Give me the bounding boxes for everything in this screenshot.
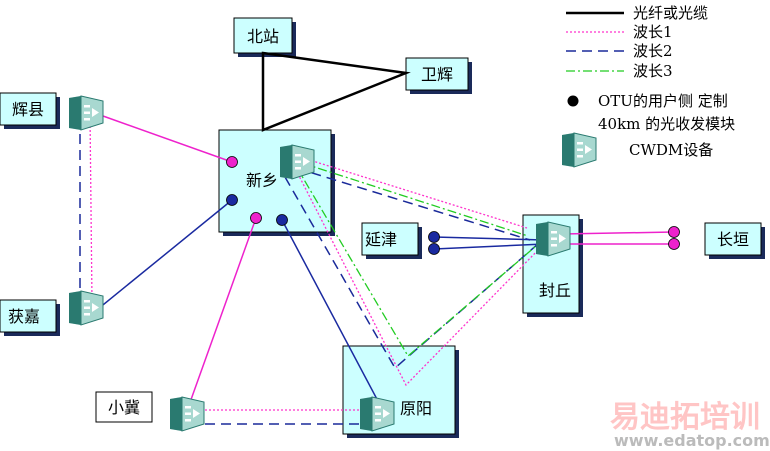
node-label-xiaoji: 小冀 bbox=[108, 398, 140, 417]
node-box-huixian: 辉县 bbox=[0, 92, 60, 129]
legend-cwdm-icon bbox=[561, 132, 597, 168]
node-box-beizhan: 北站 bbox=[233, 17, 296, 57]
cwdm-device-icon bbox=[359, 396, 395, 432]
node-label-xinxiang: 新乡 bbox=[246, 171, 278, 190]
node-box-xiaoji: 小冀 bbox=[95, 391, 153, 423]
node-label-huojia: 获嘉 bbox=[8, 307, 40, 326]
cwdm-device-icon bbox=[68, 95, 104, 131]
legend-label-otu-1: OTU的用户侧 定制 bbox=[598, 92, 728, 110]
cwdm-device-icon bbox=[68, 290, 104, 326]
otu-dot bbox=[668, 238, 680, 250]
node-label-fengqiu: 封丘 bbox=[539, 281, 571, 300]
node-label-beizhan: 北站 bbox=[247, 27, 279, 46]
legend-label-wave2: 波长2 bbox=[633, 42, 673, 60]
node-label-huixian: 辉县 bbox=[12, 100, 44, 119]
otu-dot bbox=[226, 156, 238, 168]
legend-label-otu-2: 40km 的光收发模块 bbox=[598, 115, 735, 133]
cwdm-device-icon bbox=[535, 221, 571, 257]
fiber-triangle bbox=[261, 51, 411, 132]
node-box-xinxiang: 新乡 bbox=[218, 129, 335, 236]
node-box-huojia: 获嘉 bbox=[0, 299, 60, 336]
watermark-url: www.edatop.com bbox=[614, 431, 770, 450]
otu-dot bbox=[428, 243, 440, 255]
node-label-yanjin: 延津 bbox=[365, 230, 397, 249]
node-label-yuanyang: 原阳 bbox=[400, 399, 432, 418]
node-box-changyuan: 长垣 bbox=[704, 222, 765, 259]
otu-dots bbox=[226, 156, 680, 255]
wave3-lines bbox=[295, 162, 537, 357]
legend: 光纤或光缆 波长1 波长2 波长3 OTU的用户侧 定制 40km 的光收发模块… bbox=[561, 4, 735, 168]
legend-label-cwdm: CWDM设备 bbox=[629, 141, 713, 159]
otu-dot bbox=[276, 214, 288, 226]
cwdm-device-icon bbox=[169, 396, 205, 432]
otu-dot bbox=[428, 231, 440, 243]
node-box-yuanyang: 原阳 bbox=[342, 345, 459, 438]
wave1-lines bbox=[89, 113, 543, 411]
otu-dot bbox=[250, 212, 262, 224]
node-label-changyuan: 长垣 bbox=[717, 230, 749, 249]
wave2-lines bbox=[79, 118, 539, 425]
legend-otu-dot bbox=[567, 95, 579, 107]
node-box-yanjin: 延津 bbox=[361, 222, 422, 259]
watermark: 易迪拓培训 www.edatop.com bbox=[610, 400, 770, 450]
otu-links bbox=[81, 115, 675, 421]
node-label-weihui: 卫辉 bbox=[421, 65, 453, 84]
legend-label-wave1: 波长1 bbox=[633, 23, 673, 41]
node-box-weihui: 卫辉 bbox=[405, 57, 472, 94]
watermark-title: 易迪拓培训 bbox=[610, 400, 760, 435]
otu-dot bbox=[668, 226, 680, 238]
legend-label-fiber: 光纤或光缆 bbox=[633, 4, 708, 22]
legend-label-wave3: 波长3 bbox=[633, 62, 673, 80]
cwdm-device-icon bbox=[279, 144, 315, 180]
otu-dot bbox=[226, 194, 238, 206]
